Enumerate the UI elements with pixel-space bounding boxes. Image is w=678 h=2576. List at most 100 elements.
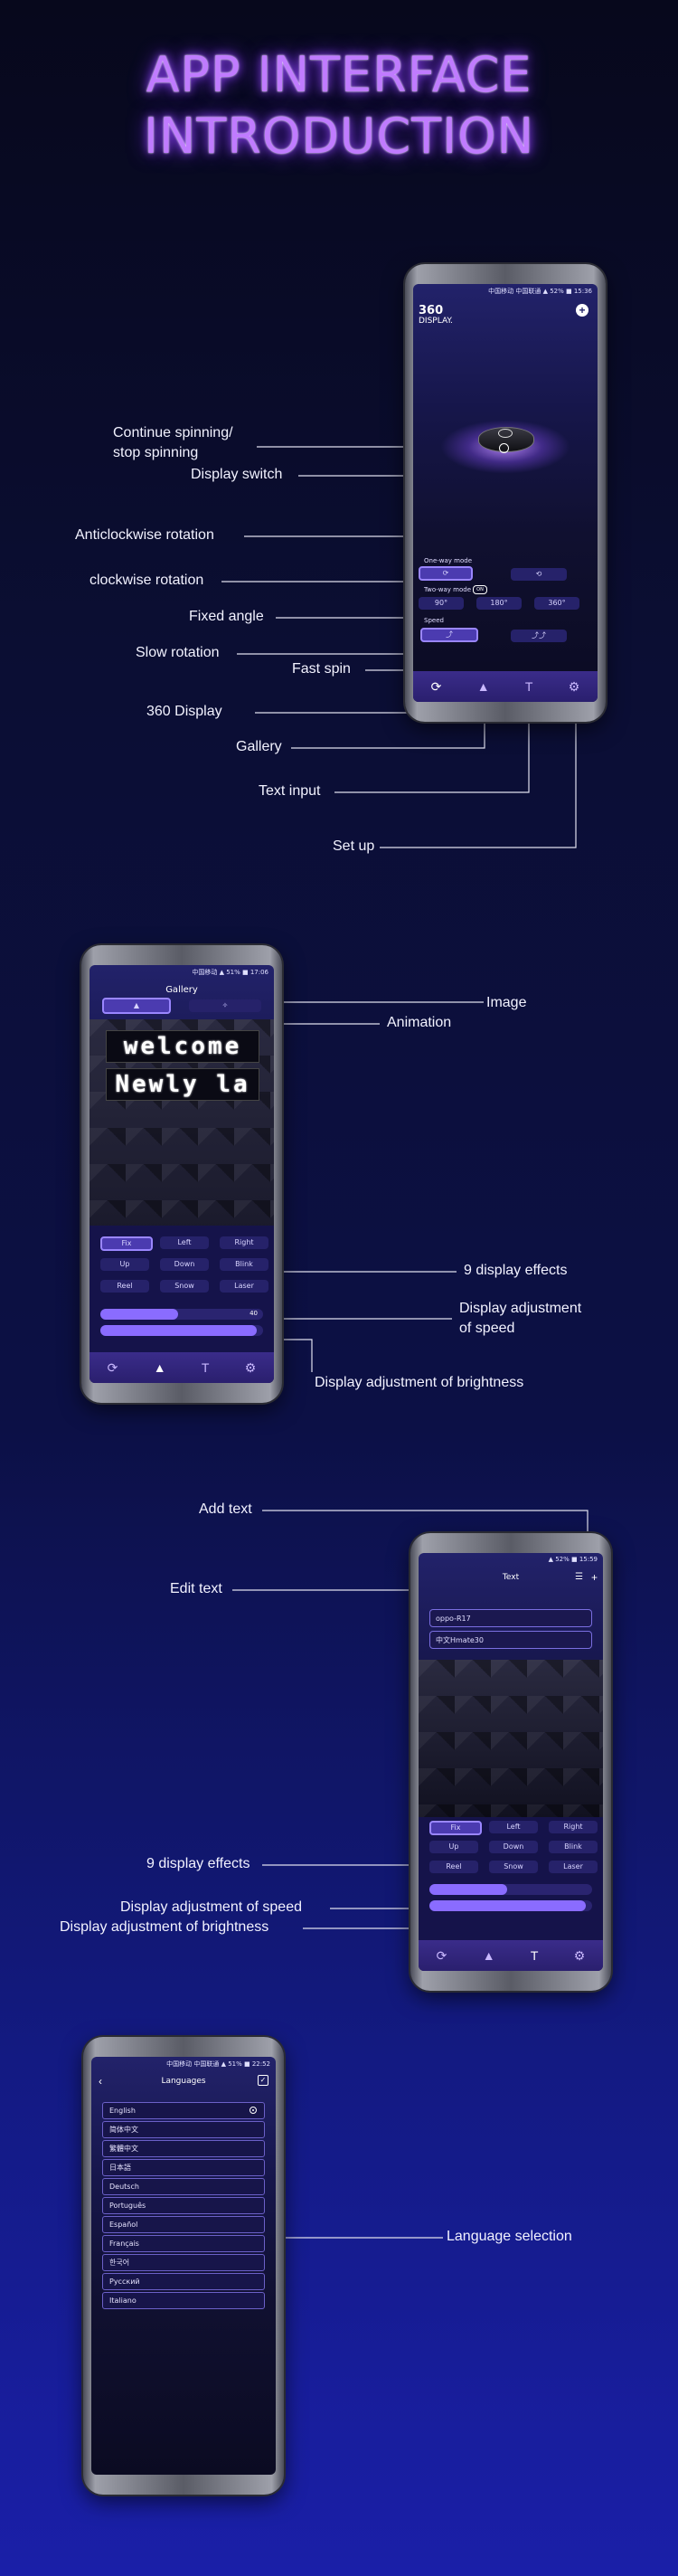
effect-left[interactable]: Left bbox=[489, 1821, 538, 1833]
phone-360-display: 中国移动 中国联通 ▲ 52% ■ 15:36 360 DISPLAY. + O… bbox=[405, 264, 606, 722]
effect-up[interactable]: Up bbox=[429, 1841, 478, 1853]
language-label: English bbox=[109, 2107, 136, 2115]
brand-360: 360 bbox=[419, 304, 444, 317]
angle-180-button[interactable]: 180° bbox=[476, 597, 522, 610]
label-speed-text: Display adjustment of speed bbox=[120, 1899, 302, 1915]
effect-down[interactable]: Down bbox=[160, 1258, 209, 1271]
speed-slider[interactable]: 40 bbox=[100, 1309, 263, 1320]
language-item[interactable]: Português bbox=[102, 2197, 265, 2214]
nav-text-icon[interactable]: T bbox=[201, 1360, 210, 1375]
add-text-icon[interactable]: + bbox=[590, 1571, 598, 1584]
language-label: Español bbox=[109, 2221, 138, 2229]
effect-blink[interactable]: Blink bbox=[220, 1258, 268, 1271]
language-item[interactable]: Русский bbox=[102, 2273, 265, 2290]
effect-left[interactable]: Left bbox=[160, 1236, 209, 1249]
language-item[interactable]: 日本語 bbox=[102, 2159, 265, 2176]
label-slow-rotation: Slow rotation bbox=[136, 645, 220, 660]
effect-fix[interactable]: Fix bbox=[429, 1821, 482, 1835]
nav-settings-icon[interactable]: ⚙ bbox=[573, 1947, 586, 1963]
led-text-newly[interactable]: Newly la bbox=[106, 1068, 259, 1101]
tab-image[interactable]: ▲ bbox=[102, 998, 171, 1014]
label-animation: Animation bbox=[387, 1015, 452, 1030]
add-icon[interactable]: + bbox=[576, 304, 589, 317]
effect-right[interactable]: Right bbox=[549, 1821, 598, 1833]
speed-label: Speed bbox=[424, 617, 444, 624]
speed-slider-fill bbox=[100, 1309, 179, 1320]
language-item-english[interactable]: English bbox=[102, 2102, 265, 2119]
label-edit-text: Edit text bbox=[170, 1581, 222, 1596]
nav-360-display-icon[interactable]: ⟳ bbox=[436, 1947, 447, 1963]
language-item[interactable]: 简体中文 bbox=[102, 2121, 265, 2138]
label-set-up: Set up bbox=[333, 838, 375, 854]
speed-slider-value: 40 bbox=[250, 1310, 258, 1317]
edit-list-icon[interactable]: ☰ bbox=[575, 1572, 583, 1582]
led-text-welcome[interactable]: welcome bbox=[106, 1030, 259, 1063]
angle-360-button[interactable]: 360° bbox=[534, 597, 579, 610]
anticlockwise-button[interactable]: ⟲ bbox=[511, 568, 567, 581]
nav-gallery-icon[interactable]: ▲ bbox=[482, 1948, 495, 1963]
brightness-slider[interactable] bbox=[100, 1325, 263, 1336]
nav-settings-icon[interactable]: ⚙ bbox=[568, 678, 580, 694]
two-way-toggle[interactable]: ON bbox=[473, 585, 487, 594]
text-input-2[interactable]: 中文Hmate30 bbox=[429, 1631, 592, 1649]
page-title-line2: INTRODUCTION bbox=[144, 108, 534, 165]
language-item[interactable]: Français bbox=[102, 2235, 265, 2252]
gallery-header: Gallery bbox=[165, 985, 198, 995]
text-input-1[interactable]: oppo-R17 bbox=[429, 1609, 592, 1627]
label-continue-spinning: Continue spinning/ bbox=[113, 425, 233, 440]
label-fixed-angle: Fixed angle bbox=[189, 609, 264, 624]
label-9-display-effects: 9 display effects bbox=[464, 1263, 568, 1278]
tab-animation[interactable]: ✧ bbox=[189, 999, 261, 1012]
effect-reel[interactable]: Reel bbox=[100, 1280, 149, 1293]
language-item[interactable]: 한국어 bbox=[102, 2254, 265, 2271]
speed-slider[interactable] bbox=[429, 1884, 592, 1895]
bottom-nav: ⟳ ▲ T ⚙ bbox=[413, 671, 598, 702]
label-gallery: Gallery bbox=[236, 739, 282, 754]
phone-text: ▲ 52% ■ 15:59 Text ☰ + oppo-R17 中文Hmate3… bbox=[410, 1533, 611, 1991]
fast-spin-button[interactable]: ⤴⤴ bbox=[511, 630, 567, 642]
language-label: Deutsch bbox=[109, 2183, 139, 2191]
label-360-display: 360 Display bbox=[146, 704, 222, 719]
effect-laser[interactable]: Laser bbox=[220, 1280, 268, 1293]
phone-gallery: 中国移动 ▲ 51% ■ 17:06 Gallery ▲ ✧ welcome N… bbox=[81, 945, 282, 1403]
language-label: Français bbox=[109, 2240, 139, 2248]
effect-fix[interactable]: Fix bbox=[100, 1236, 153, 1251]
language-item[interactable]: 繁體中文 bbox=[102, 2140, 265, 2157]
brightness-slider[interactable] bbox=[429, 1900, 592, 1911]
clockwise-button[interactable]: ⟳ bbox=[419, 566, 473, 581]
nav-360-display-icon[interactable]: ⟳ bbox=[107, 1359, 118, 1375]
effect-reel[interactable]: Reel bbox=[429, 1861, 478, 1873]
confirm-check-icon[interactable]: ✓ bbox=[258, 2075, 268, 2086]
screen-gallery: 中国移动 ▲ 51% ■ 17:06 Gallery ▲ ✧ welcome N… bbox=[89, 965, 274, 1383]
language-item[interactable]: Deutsch bbox=[102, 2178, 265, 2195]
back-icon[interactable]: ‹ bbox=[99, 2075, 102, 2088]
label-brightness: Display adjustment of brightness bbox=[315, 1375, 524, 1390]
slow-rotation-button[interactable]: ⤴ bbox=[420, 628, 478, 642]
angle-90-button[interactable]: 90° bbox=[419, 597, 464, 610]
brightness-slider-fill bbox=[100, 1325, 257, 1336]
language-label: Italiano bbox=[109, 2297, 137, 2305]
nav-360-display-icon[interactable]: ⟳ bbox=[430, 678, 442, 694]
status-bar: 中国移动 ▲ 51% ■ 17:06 bbox=[192, 969, 268, 976]
effect-down[interactable]: Down bbox=[489, 1841, 538, 1853]
screen-text: ▲ 52% ■ 15:59 Text ☰ + oppo-R17 中文Hmate3… bbox=[419, 1553, 603, 1971]
effect-snow[interactable]: Snow bbox=[489, 1861, 538, 1873]
effect-right[interactable]: Right bbox=[220, 1236, 268, 1249]
nav-gallery-icon[interactable]: ▲ bbox=[153, 1360, 166, 1375]
effect-up[interactable]: Up bbox=[100, 1258, 149, 1271]
nav-settings-icon[interactable]: ⚙ bbox=[244, 1359, 257, 1375]
language-item[interactable]: Italiano bbox=[102, 2292, 265, 2309]
screen-360-display: 中国移动 中国联通 ▲ 52% ■ 15:36 360 DISPLAY. + O… bbox=[413, 284, 598, 702]
power-icon[interactable] bbox=[499, 443, 509, 453]
languages-header: Languages bbox=[161, 2077, 206, 2086]
label-image: Image bbox=[486, 995, 527, 1010]
nav-text-icon[interactable]: T bbox=[524, 679, 533, 694]
effect-snow[interactable]: Snow bbox=[160, 1280, 209, 1293]
nav-text-icon[interactable]: T bbox=[530, 1948, 539, 1963]
effect-blink[interactable]: Blink bbox=[549, 1841, 598, 1853]
label-display-switch: Display switch bbox=[191, 467, 283, 482]
language-item[interactable]: Español bbox=[102, 2216, 265, 2233]
nav-gallery-icon[interactable]: ▲ bbox=[476, 679, 490, 694]
label-add-text: Add text bbox=[199, 1501, 252, 1517]
effect-laser[interactable]: Laser bbox=[549, 1861, 598, 1873]
